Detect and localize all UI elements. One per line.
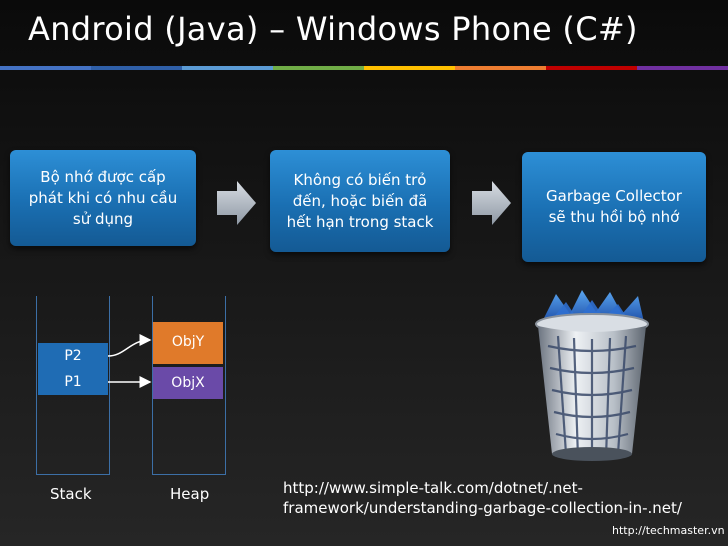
step-3-line-2: sẽ thu hồi bộ nhớ [548, 208, 680, 226]
heap-cell-objx: ObjX [153, 367, 223, 399]
step-box-garbage-collector: Garbage Collector sẽ thu hồi bộ nhớ [522, 152, 706, 262]
rule-segment [273, 66, 364, 70]
pointer-arrow-p2-objy [107, 334, 152, 357]
credit-text: http://techmaster.vn [612, 524, 725, 537]
rule-segment [91, 66, 182, 70]
heap-column [152, 296, 226, 475]
step-2-line-2: đến, hoặc biến đã [292, 191, 428, 210]
step-box-allocate: Bộ nhớ được cấp phát khi có nhu cầu sử d… [10, 150, 196, 246]
rule-segment [455, 66, 546, 70]
rule-segment [546, 66, 637, 70]
slide-title: Android (Java) – Windows Phone (C#) [28, 10, 638, 48]
stack-column [36, 296, 110, 475]
reference-link[interactable]: http://www.simple-talk.com/dotnet/.net- … [283, 478, 682, 518]
step-1-line-3: sử dụng [72, 209, 134, 228]
rule-segment [182, 66, 273, 70]
trash-can-icon [535, 290, 649, 461]
heap-label: Heap [170, 485, 210, 503]
stack-label: Stack [50, 485, 92, 503]
step-1-line-1: Bộ nhớ được cấp [40, 167, 166, 186]
step-1-line-2: phát khi có nhu cầu [28, 188, 178, 207]
rule-segment [0, 66, 91, 70]
heap-cell-objy: ObjY [153, 322, 223, 364]
stack-cell-p1: P1 [38, 369, 108, 395]
arrow-right-icon [217, 181, 256, 225]
reference-line-1: http://www.simple-talk.com/dotnet/.net- [283, 479, 583, 497]
step-3-line-1: Garbage Collector [546, 187, 682, 205]
rule-segment [637, 66, 728, 70]
rule-segment [364, 66, 455, 70]
step-box-unreferenced: Không có biến trỏ đến, hoặc biến đã hết … [270, 150, 450, 252]
title-rule [0, 66, 728, 70]
step-2-line-1: Không có biến trỏ [293, 170, 427, 189]
stack-cell-p2: P2 [38, 343, 108, 369]
arrow-right-icon [472, 181, 511, 225]
reference-line-2: framework/understanding-garbage-collecti… [283, 499, 682, 517]
step-2-line-3: hết hạn trong stack [286, 212, 434, 231]
